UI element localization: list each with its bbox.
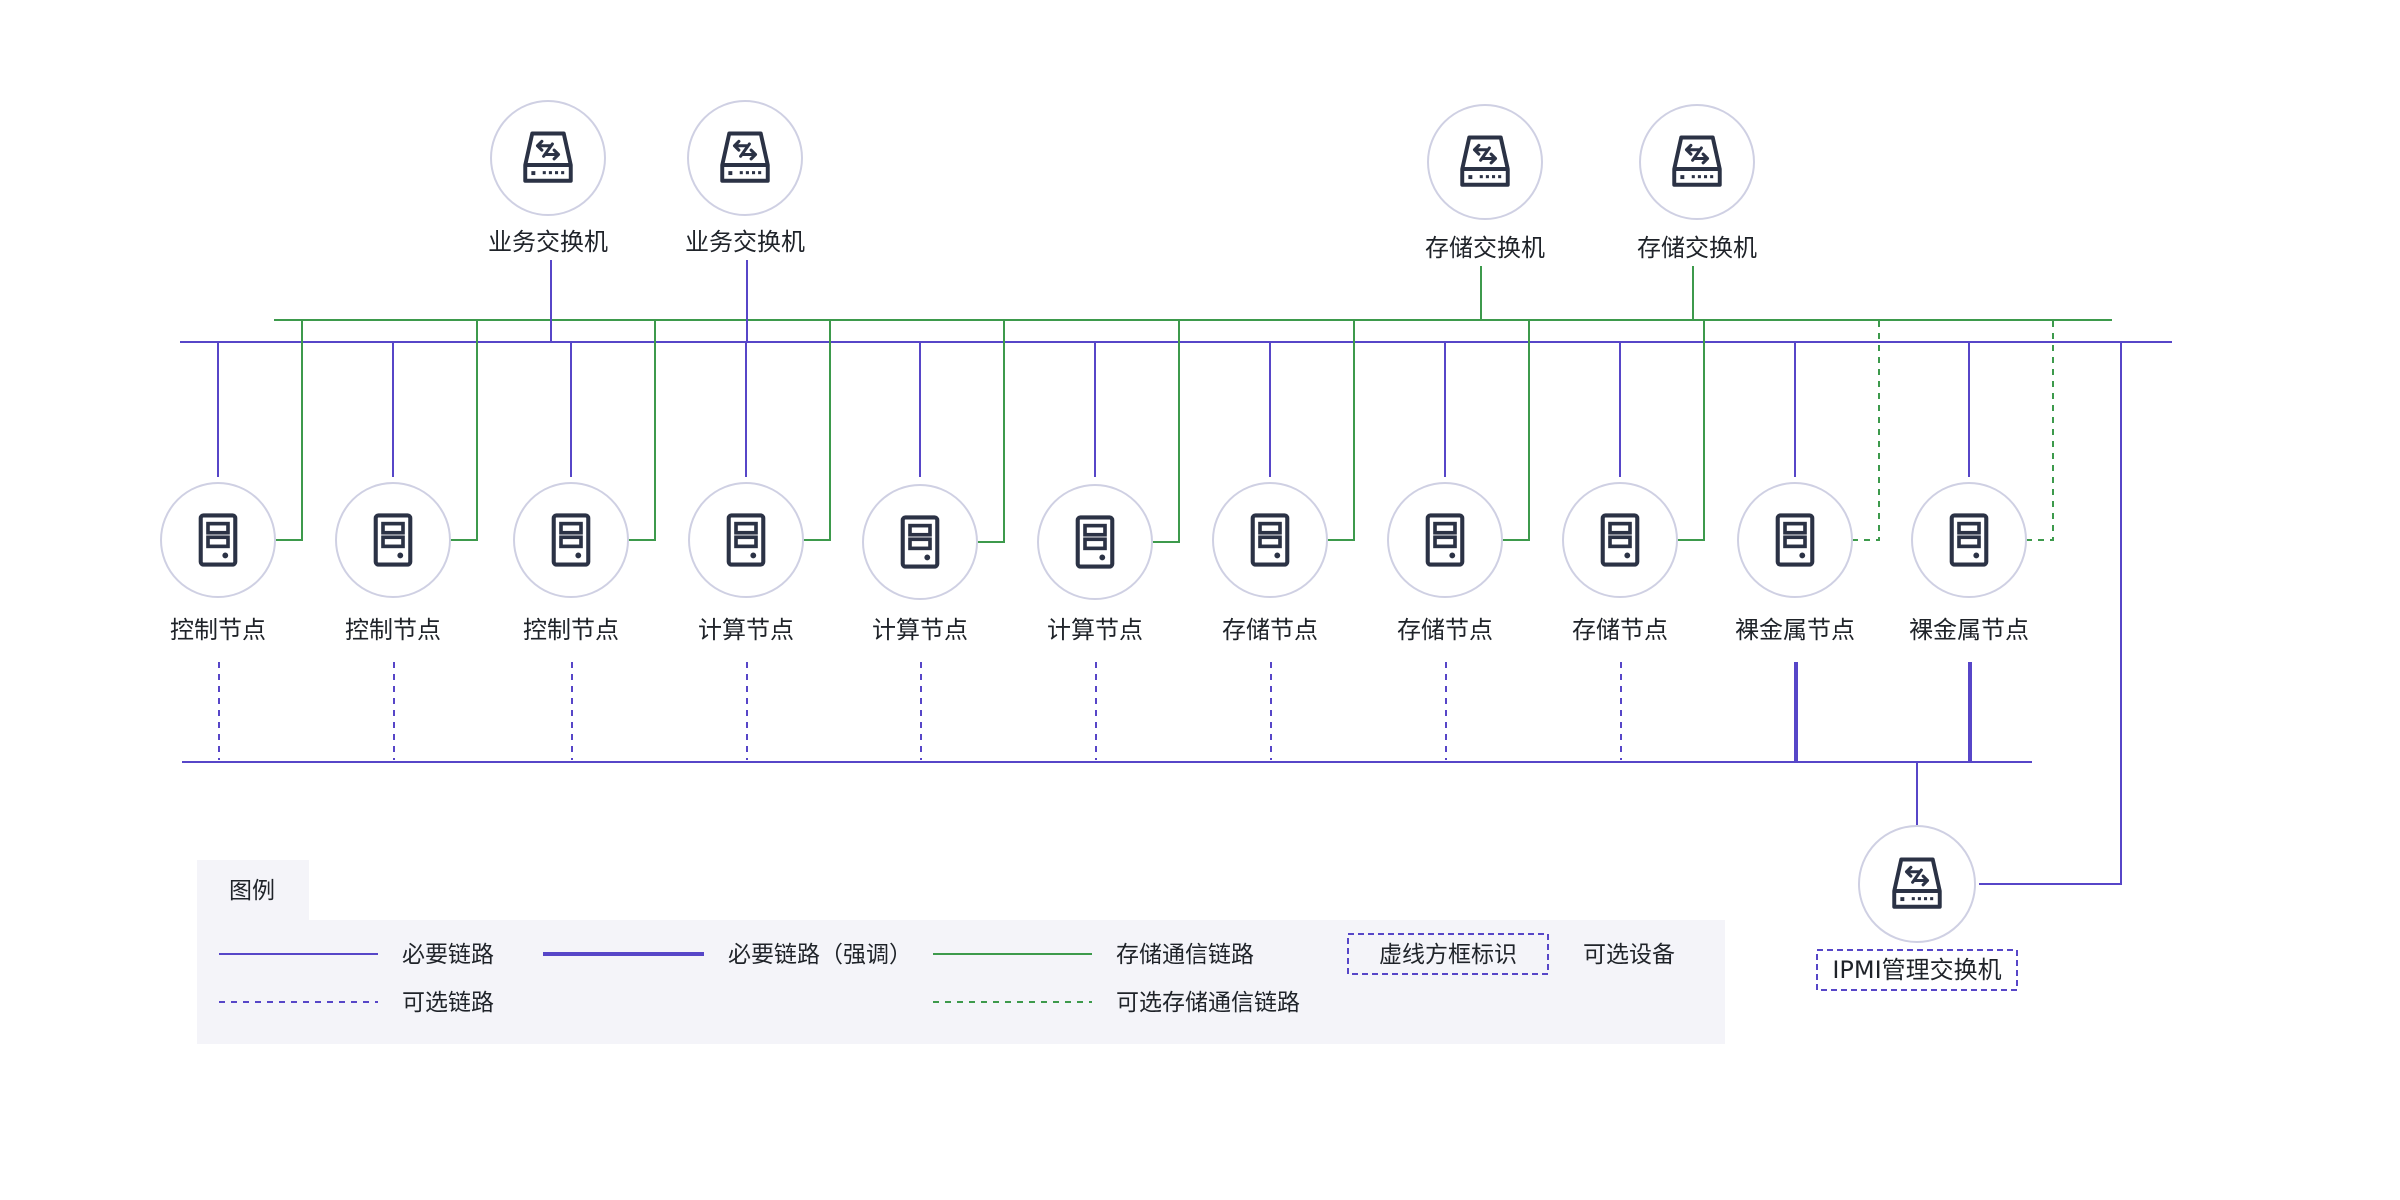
node-label: 裸金属节点 [1735,616,1855,644]
optional-device-box [1816,949,2018,991]
legend-required-label: 必要链路 [402,942,494,968]
node-storage-link [628,320,656,541]
node-circle [1639,104,1755,220]
node-storage-link-optional [1852,320,1880,541]
node-label: 存储节点 [1397,616,1493,644]
node-circle [1858,825,1976,943]
node-circle [160,482,276,598]
node-circle [513,482,629,598]
node-circle [1387,482,1503,598]
legend-dashed-box [1347,933,1549,975]
node-2[interactable] [335,482,451,598]
node-4[interactable] [688,482,804,598]
node-circle [687,100,803,216]
legend-tab [197,860,309,920]
node-circle [1911,482,2027,598]
node-circle [1737,482,1853,598]
links-layer [180,260,2172,885]
node-label: 控制节点 [345,616,441,644]
node-circle [1562,482,1678,598]
node-11[interactable] [1911,482,2027,598]
legend-title: 图例 [229,878,275,904]
ipmi-switch-business-link [1979,342,2122,885]
node-circle [1427,104,1543,220]
node-label: 存储节点 [1572,616,1668,644]
node-storage-link [1152,320,1180,543]
node-storage-link [1327,320,1355,541]
node-label: 裸金属节点 [1909,616,2029,644]
node-circle [862,484,978,600]
node-circle [335,482,451,598]
storage-switch-label: 存储交换机 [1637,234,1757,262]
node-circle [1212,482,1328,598]
node-storage-link [803,320,831,541]
legend-storage-label: 存储通信链路 [1116,942,1254,968]
storage-switch-label: 存储交换机 [1425,234,1545,262]
storage-switch-2[interactable] [1639,104,1755,220]
ipmi-switch[interactable] [1858,825,1976,943]
node-6[interactable] [1037,484,1153,600]
node-storage-link [450,320,478,541]
node-circle [1037,484,1153,600]
legend-panel [197,920,1725,1044]
node-label: 控制节点 [170,616,266,644]
node-label: 存储节点 [1222,616,1318,644]
node-circle [688,482,804,598]
node-9[interactable] [1562,482,1678,598]
legend-dashed-box-label: 虚线方框标识 [1379,942,1517,968]
node-10[interactable] [1737,482,1853,598]
legend-required-emphasized-label: 必要链路（强调） [728,942,912,968]
legend-optional-device-label: 可选设备 [1583,942,1675,968]
node-5[interactable] [862,484,978,600]
business-switch-label: 业务交换机 [685,228,805,256]
storage-switch-1[interactable] [1427,104,1543,220]
node-7[interactable] [1212,482,1328,598]
ipmi-switch-label: IPMI管理交换机 [1832,956,2001,984]
node-8[interactable] [1387,482,1503,598]
legend-optional-storage-label: 可选存储通信链路 [1116,990,1300,1016]
node-1[interactable] [160,482,276,598]
node-storage-link [1502,320,1530,541]
node-label: 控制节点 [523,616,619,644]
business-switch-2[interactable] [687,100,803,216]
node-storage-link [275,320,303,541]
node-storage-link [977,320,1005,543]
node-circle [490,100,606,216]
node-storage-link-optional [2026,320,2054,541]
node-label: 计算节点 [698,616,794,644]
legend-optional-label: 可选链路 [402,990,494,1016]
node-label: 计算节点 [872,616,968,644]
node-storage-link [1677,320,1705,541]
business-switch-label: 业务交换机 [488,228,608,256]
node-label: 计算节点 [1047,616,1143,644]
node-3[interactable] [513,482,629,598]
business-switch-1[interactable] [490,100,606,216]
